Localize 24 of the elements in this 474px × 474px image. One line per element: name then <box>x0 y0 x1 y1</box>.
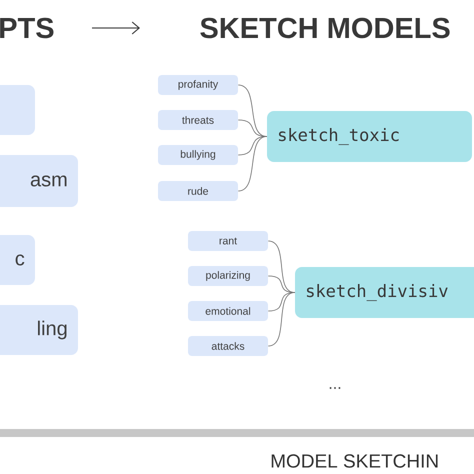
tag-box: attacks <box>188 336 268 356</box>
heading-text: PTS <box>0 18 54 38</box>
ellipsis-text: ... <box>330 387 340 389</box>
footer-text: MODEL SKETCHIN <box>272 454 438 468</box>
connector-curve <box>268 292 296 312</box>
tag-box: rant <box>188 231 268 251</box>
tag-box: profanity <box>158 75 238 95</box>
tag-box: rude <box>158 181 238 201</box>
connector-curve <box>268 240 296 293</box>
connector-curve <box>268 292 296 346</box>
tag-box: emotional <box>188 301 268 321</box>
connector-curve <box>238 136 268 156</box>
model-box: sketch_toxic <box>267 111 472 162</box>
concept-box: c <box>0 235 35 285</box>
concept-box <box>0 85 35 135</box>
concept-box: ling <box>0 305 78 355</box>
concept-box: asm <box>0 155 78 207</box>
tag-box: bullying <box>158 145 238 165</box>
connector-curve <box>238 136 268 192</box>
tag-box: polarizing <box>188 266 268 286</box>
tag-box: threats <box>158 110 238 130</box>
model-box: sketch_divisiv <box>295 267 474 318</box>
connector-curve <box>238 84 268 137</box>
heading-text: SKETCH MODELS <box>200 18 450 38</box>
